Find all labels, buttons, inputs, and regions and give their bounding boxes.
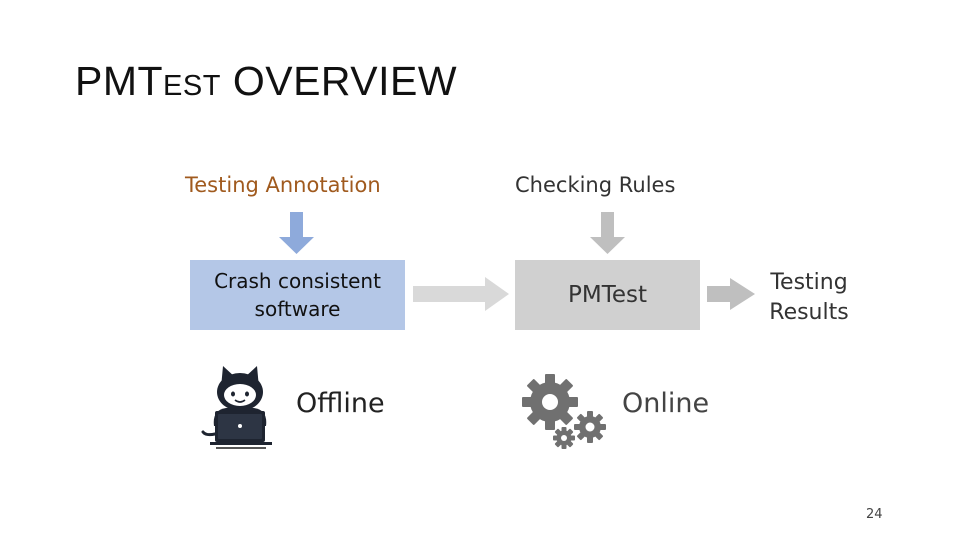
software-box-line-2: software [254, 297, 341, 321]
crash-consistent-software-box: Crash consistent software [190, 260, 405, 330]
slide-page-number: 24 [866, 507, 883, 522]
online-label: Online [622, 388, 710, 419]
title-part-est: EST [163, 70, 221, 102]
developer-cat-icon [201, 366, 272, 449]
offline-label: Offline [296, 388, 385, 419]
right-arrow-software-to-pmtest [413, 277, 509, 311]
down-arrow-rules [590, 212, 625, 254]
title-part-pmt: PMT [75, 58, 164, 104]
software-box-line-1: Crash consistent [214, 269, 381, 293]
pmtest-box: PMTest [515, 260, 700, 330]
results-line-2: Results [769, 300, 849, 325]
testing-annotation-label: Testing Annotation [185, 173, 381, 197]
gears-icon [522, 374, 606, 449]
results-line-1: Testing [770, 270, 848, 295]
page-title: PMTEST OVERVIEW [75, 58, 457, 105]
title-part-overview: OVERVIEW [220, 58, 458, 104]
down-arrow-annotation [279, 212, 314, 254]
pmtest-box-label: PMTest [567, 282, 647, 308]
checking-rules-label: Checking Rules [515, 173, 676, 197]
testing-results: Testing Results [755, 268, 863, 328]
right-arrow-pmtest-to-results [707, 278, 755, 310]
